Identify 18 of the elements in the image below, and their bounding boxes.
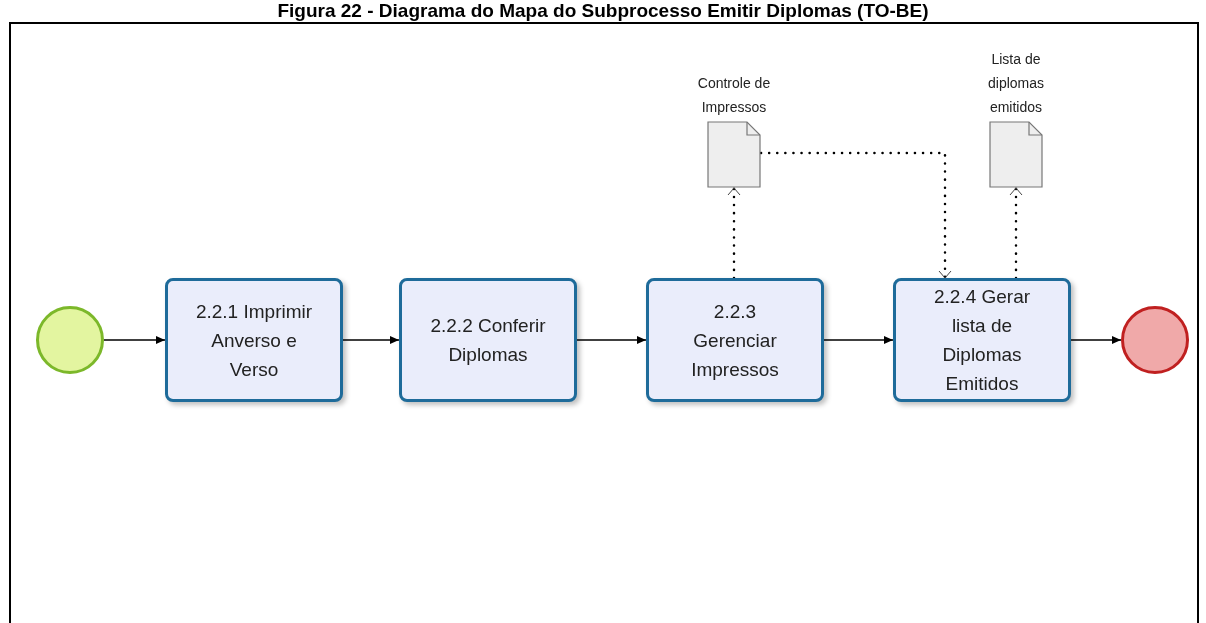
sequence-arrow [103,336,166,344]
sequence-arrow [576,336,647,344]
document-label: Controle de Impressos [696,74,772,117]
association-arrow [1009,186,1023,280]
figure-title: Figura 22 - Diagrama do Mapa do Subprocesso Emitir Diplomas (TO-BE) [276,0,930,22]
task-box [399,278,577,402]
task-box [165,278,343,402]
task-box [646,278,824,402]
task-label: 2.2.1 Imprimir Anverso e Verso [194,299,314,382]
document-label: Lista de diplomas emitidos [987,50,1045,117]
task-label: 2.2.2 Conferir Diplomas [429,314,547,367]
sequence-arrow [1070,336,1122,344]
sequence-arrow [823,336,894,344]
task-label: 2.2.4 Gerar lista de Diplomas Emitidos [932,285,1032,396]
task-label: 2.2.3 Gerenciar Impressos [690,299,780,382]
sequence-arrow [342,336,400,344]
task-box [893,278,1071,402]
association-arrow [727,186,741,280]
